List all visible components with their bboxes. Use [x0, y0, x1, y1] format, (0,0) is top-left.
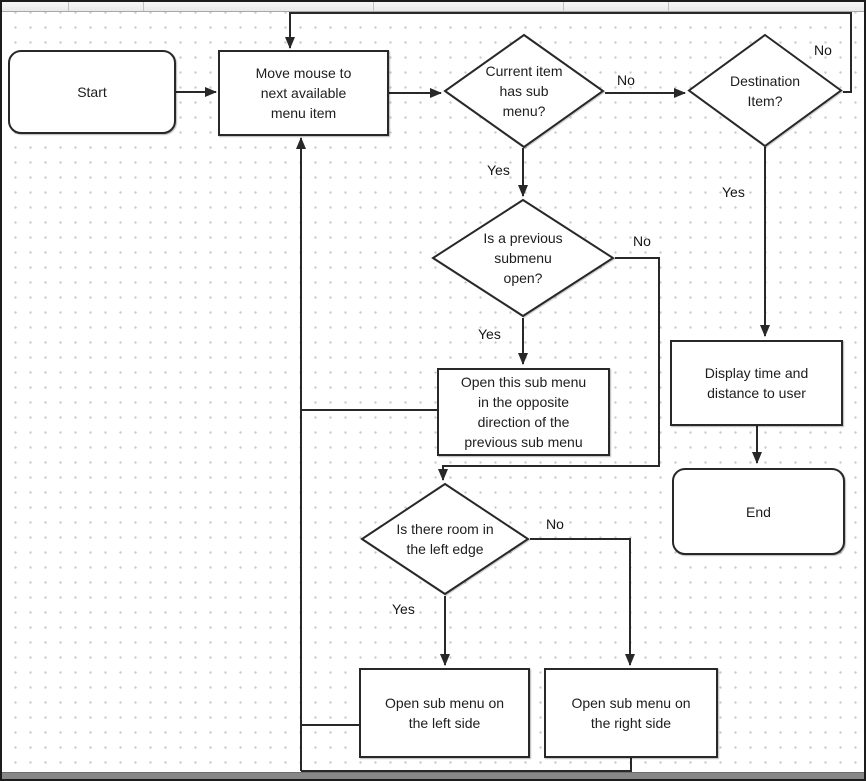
node-open-opposite[interactable]: Open this sub menu in the opposite direc… [437, 368, 610, 456]
node-display-time[interactable]: Display time and distance to user [670, 340, 843, 426]
node-move-mouse[interactable]: Move mouse to next available menu item [218, 50, 389, 136]
node-open-right[interactable]: Open sub menu on the right side [544, 668, 718, 758]
node-label: Open sub menu on the left side [384, 695, 505, 731]
node-label: Display time and distance to user [704, 365, 809, 401]
header-divider [68, 2, 69, 11]
edge-destination-no-loop[interactable] [285, 12, 852, 93]
diamond-shape [443, 33, 605, 149]
edge-label-yes[interactable]: Yes [392, 601, 415, 617]
edge-label-no[interactable]: No [617, 72, 635, 88]
node-label: Current item has sub menu? [485, 63, 563, 119]
edge-label-no[interactable]: No [546, 516, 564, 532]
top-header-strip [2, 2, 864, 12]
node-open-left[interactable]: Open sub menu on the left side [359, 668, 530, 758]
node-label: Open this sub menu in the opposite direc… [460, 374, 587, 450]
node-start[interactable]: Start [8, 50, 176, 134]
node-label: Open sub menu on the right side [571, 695, 691, 731]
diamond-shape [431, 198, 615, 318]
edge-label-yes[interactable]: Yes [487, 162, 510, 178]
edge-label-yes[interactable]: Yes [478, 326, 501, 342]
edge-label-no[interactable]: No [814, 42, 832, 58]
node-prev-submenu[interactable]: Is a previous submenu open? [431, 198, 615, 318]
diamond-shape [360, 482, 530, 596]
header-divider [668, 2, 669, 11]
node-end[interactable]: End [672, 468, 845, 555]
edge-prevsubmenu-no-roomleft[interactable] [438, 257, 660, 481]
node-label: End [746, 503, 771, 520]
node-label: Is there room in the left edge [396, 521, 494, 557]
header-divider [563, 2, 564, 11]
node-has-submenu[interactable]: Current item has sub menu? [443, 33, 605, 149]
node-label: Destination Item? [729, 72, 801, 109]
node-label: Move mouse to next available menu item [255, 65, 352, 121]
node-label: Start [77, 84, 107, 100]
edge-label-no[interactable]: No [633, 233, 651, 249]
diamond-shape [687, 33, 843, 148]
header-divider [373, 2, 374, 11]
edge-roomleft-no-openright[interactable] [530, 538, 635, 666]
node-label: Is a previous submenu open? [483, 230, 563, 286]
edge-openright-loopback[interactable] [301, 758, 632, 772]
node-destination[interactable]: Destination Item? [687, 33, 843, 148]
node-room-left[interactable]: Is there room in the left edge [360, 482, 530, 596]
header-divider [143, 2, 144, 11]
bottom-bar [2, 772, 864, 779]
edge-label-yes[interactable]: Yes [722, 184, 745, 200]
